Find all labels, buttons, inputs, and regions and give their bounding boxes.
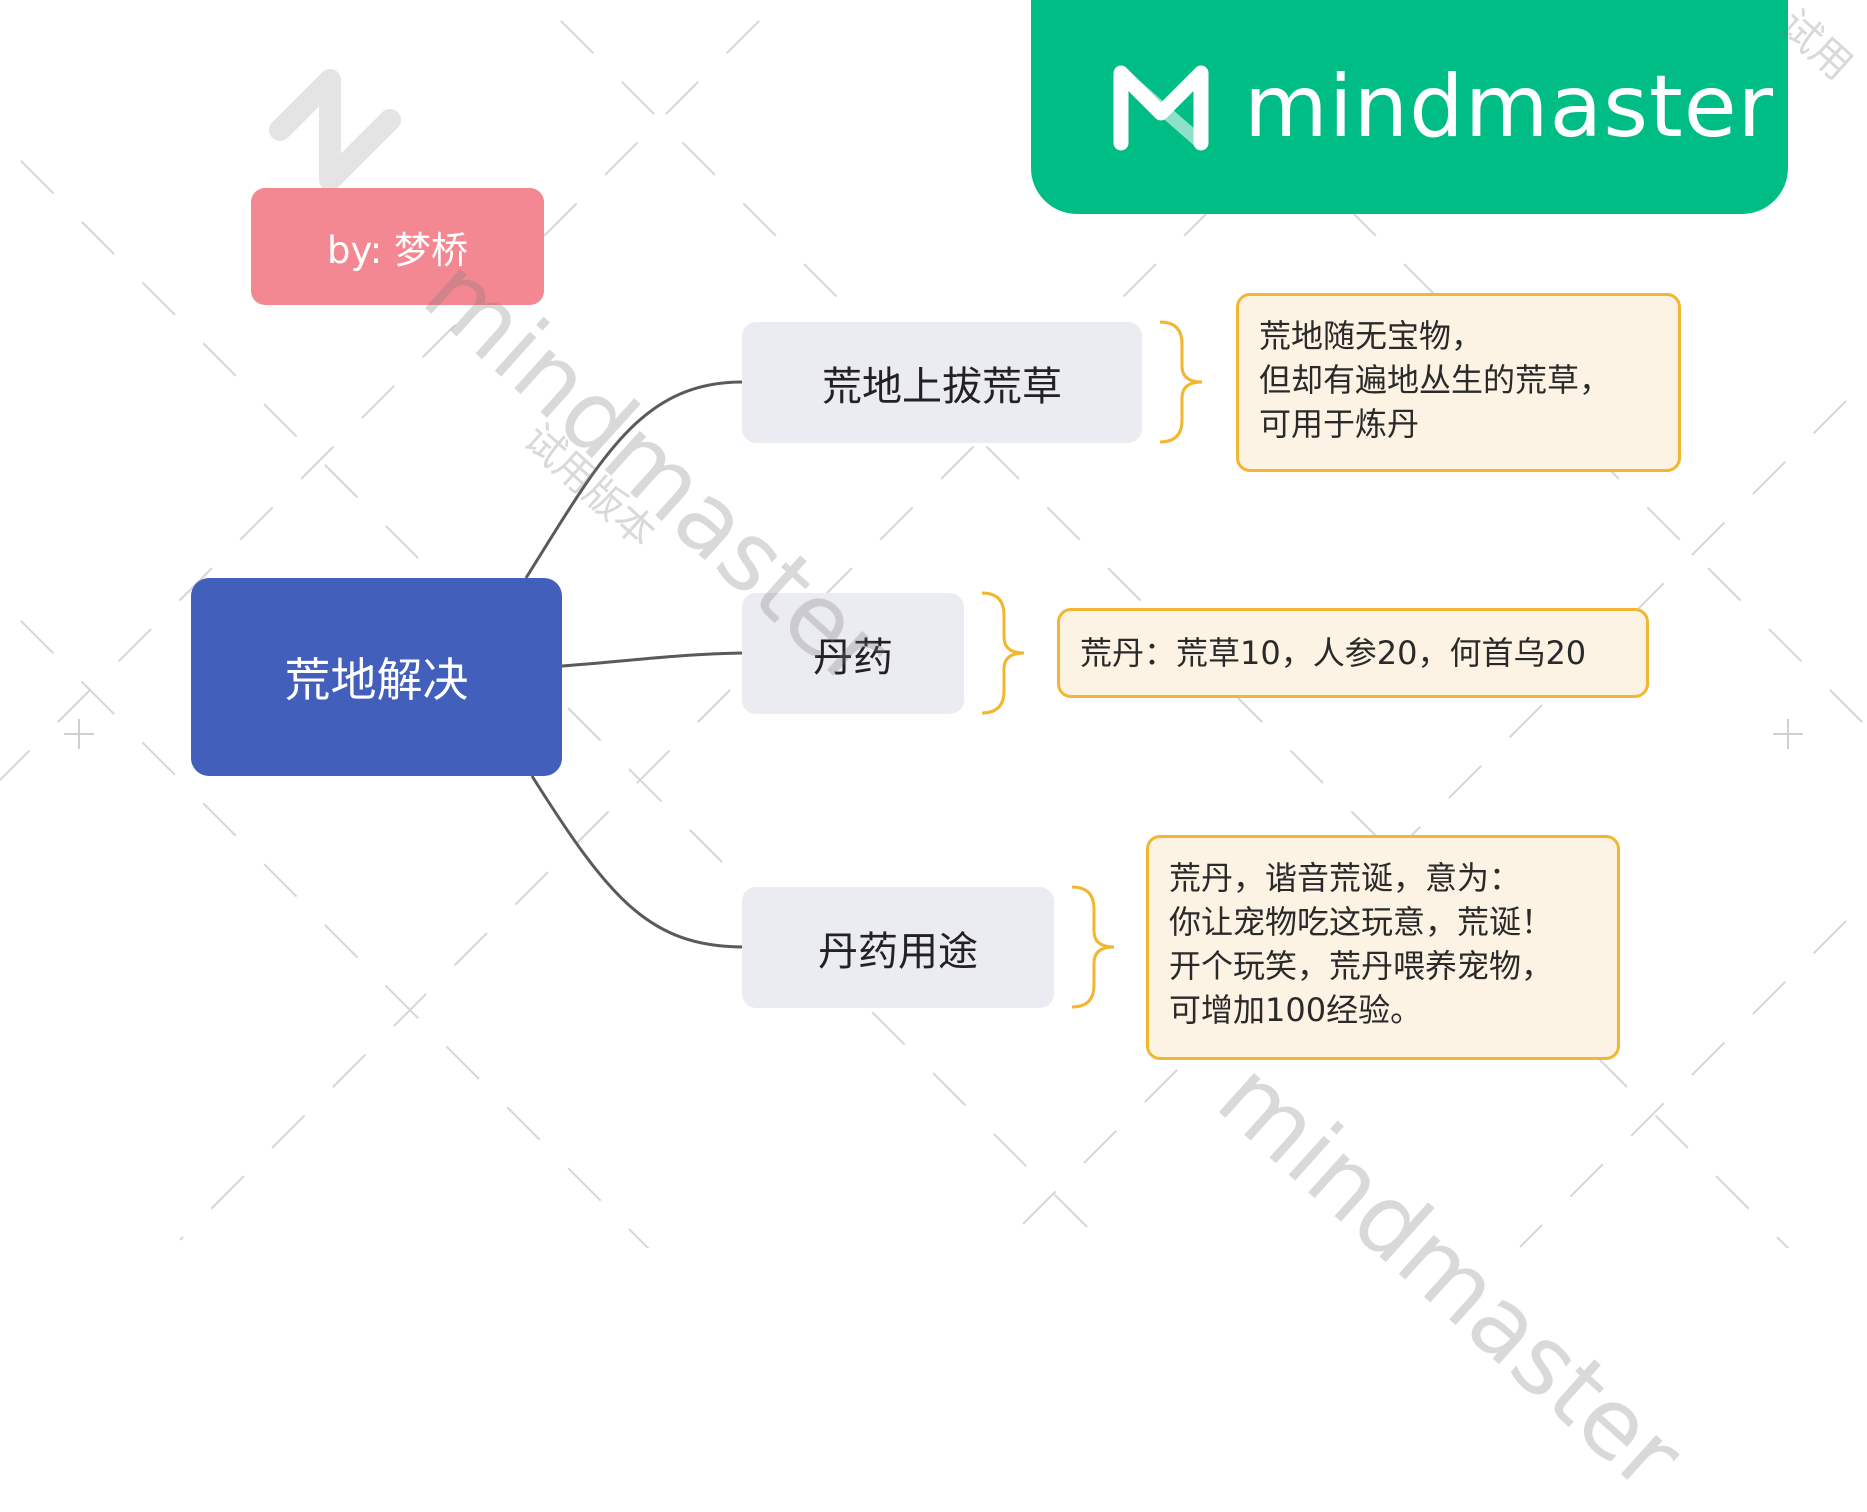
brand-name: mindmaster — [1244, 57, 1775, 157]
branch-topic-2[interactable]: 丹药 — [742, 593, 964, 714]
brace-1 — [1159, 320, 1203, 444]
watermark-logo-icon — [269, 69, 401, 191]
connector-to-branch-3 — [530, 775, 743, 949]
brace-2 — [981, 591, 1025, 715]
connector-to-branch-2 — [561, 651, 743, 668]
branch-topic-1[interactable]: 荒地上拔荒草 — [742, 322, 1142, 443]
note-1-line-3: 可用于炼丹 — [1259, 405, 1420, 443]
root-topic-label: 荒地解决 — [284, 653, 469, 707]
branch-topic-3-label: 丹药用途 — [818, 928, 978, 975]
branch-topic-1-label: 荒地上拔荒草 — [822, 363, 1062, 410]
note-3-line-3: 开个玩笑，荒丹喂养宠物， — [1169, 947, 1554, 985]
note-3-line-2: 你让宠物吃这玩意，荒诞！ — [1169, 903, 1554, 941]
note-3-line-1: 荒丹，谐音荒诞，意为： — [1169, 859, 1522, 897]
note-3[interactable]: 荒丹，谐音荒诞，意为： 你让宠物吃这玩意，荒诞！ 开个玩笑，荒丹喂养宠物， 可增… — [1146, 835, 1620, 1060]
note-2[interactable]: 荒丹：荒草10，人参20，何首乌20 — [1057, 608, 1649, 698]
note-2-line-1: 荒丹：荒草10，人参20，何首乌20 — [1080, 634, 1587, 672]
author-tag-label: by: 梦桥 — [327, 228, 468, 272]
brace-3 — [1071, 885, 1115, 1009]
note-1-line-2: 但却有遍地丛生的荒草， — [1259, 361, 1612, 399]
branch-topic-3[interactable]: 丹药用途 — [742, 887, 1054, 1008]
mindmaster-logo-icon — [1113, 65, 1209, 151]
connector-to-branch-1 — [524, 380, 743, 579]
author-tag[interactable]: by: 梦桥 — [251, 188, 544, 305]
root-topic[interactable]: 荒地解决 — [191, 578, 562, 776]
connector-layer — [0, 0, 1867, 1248]
note-1[interactable]: 荒地随无宝物， 但却有遍地丛生的荒草， 可用于炼丹 — [1236, 293, 1681, 472]
note-1-line-1: 荒地随无宝物， — [1259, 317, 1484, 355]
branch-topic-2-label: 丹药 — [813, 634, 893, 681]
note-3-line-4: 可增加100经验。 — [1169, 991, 1423, 1029]
